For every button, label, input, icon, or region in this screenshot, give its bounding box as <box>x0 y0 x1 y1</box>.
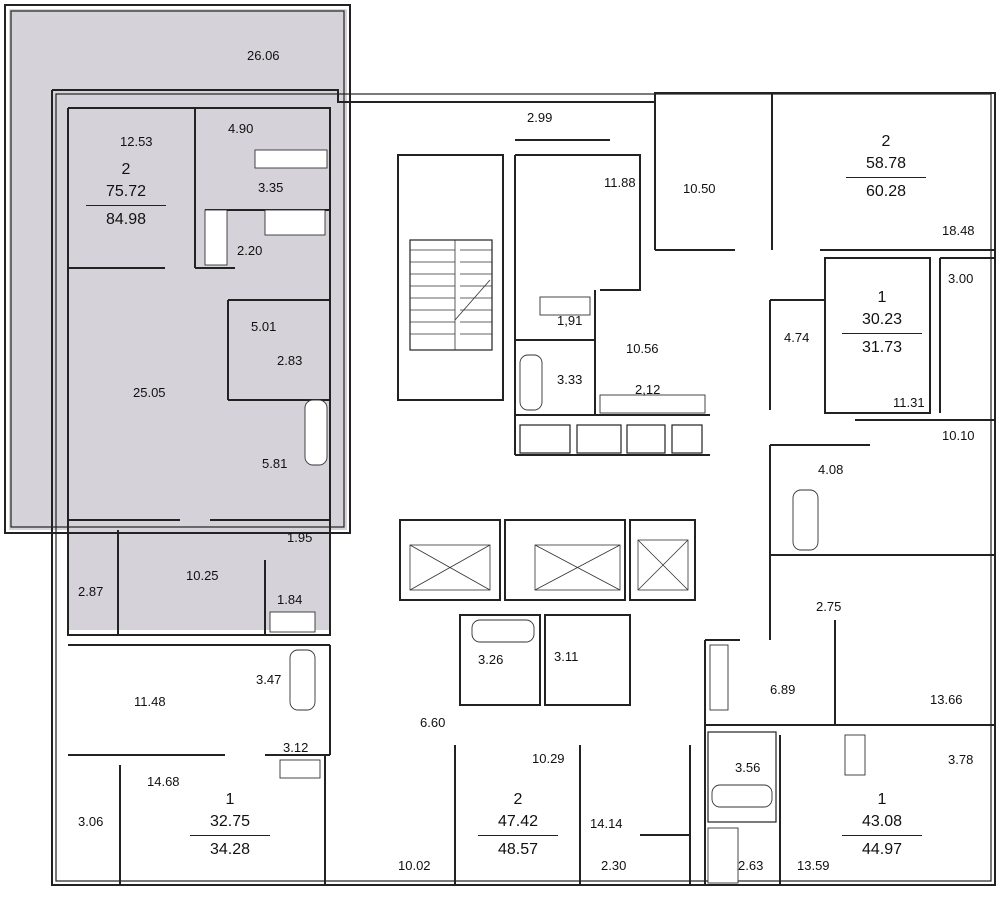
room-area: 6.60 <box>420 715 446 730</box>
room-area: 10.02 <box>398 858 431 873</box>
interior-walls-lower-middle <box>454 614 691 885</box>
apartment-rooms: 1 <box>225 791 235 808</box>
room-area: 2,12 <box>635 382 661 397</box>
apartment-area: 47.42 <box>478 814 558 836</box>
apartment-area-total: 44.97 <box>861 841 903 858</box>
room-area: 2.99 <box>527 110 553 125</box>
room-area: 2.63 <box>738 858 764 873</box>
room-area: 4.74 <box>784 330 810 345</box>
terrace-outline <box>4 4 351 534</box>
apartment-rooms: 2 <box>881 133 891 150</box>
room-area: 2.75 <box>816 599 842 614</box>
room-area: 11.88 <box>604 175 636 190</box>
room-area: 5.81 <box>262 456 288 471</box>
room-area: 6.89 <box>770 682 796 697</box>
room-area: 14.14 <box>590 816 623 831</box>
fixtures <box>204 149 866 884</box>
room-area: 3.26 <box>478 652 504 667</box>
room-area: 12.53 <box>120 134 153 149</box>
apartment-label: 2 47.42 48.57 <box>478 792 558 858</box>
central-core <box>397 154 696 601</box>
interior-walls-upper-middle <box>514 93 995 456</box>
room-area: 14.68 <box>147 774 180 789</box>
apartment-area-total: 60.28 <box>865 183 907 200</box>
exterior-walls <box>51 89 996 886</box>
room-area: 13.66 <box>930 692 963 707</box>
room-area: 18.48 <box>942 223 975 238</box>
room-area: 5.01 <box>251 319 277 334</box>
room-area: 26.06 <box>247 48 280 63</box>
room-area: 3.56 <box>735 760 761 775</box>
apartment-rooms: 2 <box>121 161 131 178</box>
room-area: 3.35 <box>258 180 284 195</box>
apartment-label: 2 58.78 60.28 <box>846 134 926 200</box>
apartment-area: 75.72 <box>86 184 166 206</box>
room-area: 3.00 <box>948 271 974 286</box>
apartment-area-total: 31.73 <box>861 339 903 356</box>
room-area: 3.11 <box>554 649 579 664</box>
room-area: 13.59 <box>797 858 830 873</box>
room-area: 1.84 <box>277 592 303 607</box>
room-area: 4.90 <box>228 121 254 136</box>
apartment-area-total: 48.57 <box>497 841 539 858</box>
apartment-area: 32.75 <box>190 814 270 836</box>
apartment-area: 58.78 <box>846 156 926 178</box>
apartment-rooms: 2 <box>513 791 523 808</box>
room-area: 4.08 <box>818 462 844 477</box>
room-area: 1,91 <box>557 313 583 328</box>
apartment-label: 2 75.72 84.98 <box>86 162 166 228</box>
room-area: 2.87 <box>78 584 104 599</box>
room-area: 11.31 <box>893 395 925 410</box>
room-area: 10.56 <box>626 341 659 356</box>
apartment-area: 43.08 <box>842 814 922 836</box>
room-area: 2.20 <box>237 243 263 258</box>
room-area: 3.06 <box>78 814 104 829</box>
apartment-area: 30.23 <box>842 312 922 334</box>
room-area: 2.83 <box>277 353 303 368</box>
room-area: 3.78 <box>948 752 974 767</box>
room-area: 10.25 <box>186 568 219 583</box>
apartment-label: 1 30.23 31.73 <box>842 290 922 356</box>
apartment-rooms: 1 <box>877 791 887 808</box>
room-area: 25.05 <box>133 385 166 400</box>
room-area: 10.50 <box>683 181 716 196</box>
room-area: 2.30 <box>601 858 627 873</box>
terrace-inner-outline <box>10 10 345 528</box>
room-area: 10.10 <box>942 428 975 443</box>
apartment-area-total: 84.98 <box>105 211 147 228</box>
room-area: 1.95 <box>287 530 313 545</box>
room-area: 3.33 <box>557 372 583 387</box>
interior-walls-right <box>704 257 995 885</box>
room-area: 11.48 <box>134 694 166 709</box>
room-area: 10.29 <box>532 751 565 766</box>
room-area: 3.12 <box>283 740 309 755</box>
interior-walls-lower-left <box>68 644 331 885</box>
apartment-label: 1 43.08 44.97 <box>842 792 922 858</box>
highlighted-apartment <box>9 9 347 630</box>
apartment-area-total: 34.28 <box>209 841 251 858</box>
apartment-label: 1 32.75 34.28 <box>190 792 270 858</box>
room-area: 3.47 <box>256 672 282 687</box>
apartment-rooms: 1 <box>877 289 887 306</box>
